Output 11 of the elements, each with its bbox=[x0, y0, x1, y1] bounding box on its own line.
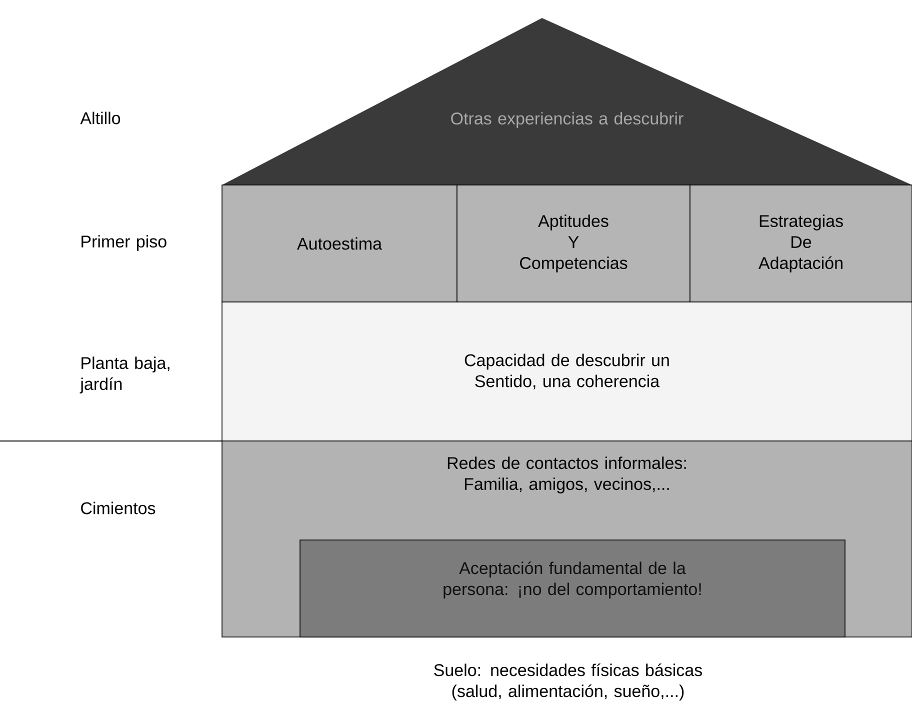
floor-label: Planta baja, jardín bbox=[80, 356, 170, 394]
floor-label: Altillo bbox=[80, 112, 120, 124]
floor-band: Capacidad de descubrir un Sentido, una coherencia bbox=[222, 302, 912, 442]
ground-caption: Suelo: necesidades físicas básicas (salud, alimentación, sueño,...) bbox=[434, 663, 702, 700]
room-box: Autoestima bbox=[222, 184, 458, 302]
roof-triangle: Otras experiencias a descubrir bbox=[222, 18, 912, 185]
floor-label: Cimientos bbox=[81, 502, 156, 514]
room-box: Estrategias De Adaptación bbox=[690, 184, 912, 302]
inner-box: Aceptación fundamental de la persona: ¡no del comportamiento! bbox=[300, 540, 846, 638]
room-box: Aptitudes Y Competencias bbox=[456, 184, 690, 302]
floor-label: Primer piso bbox=[82, 235, 166, 251]
